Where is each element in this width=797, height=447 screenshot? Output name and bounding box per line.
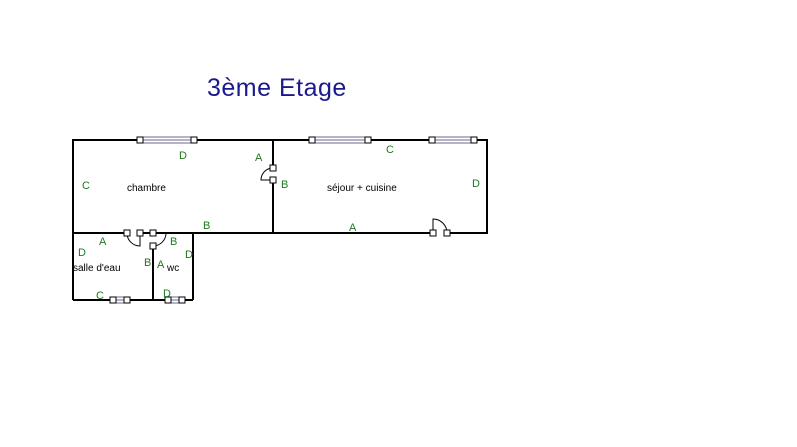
wall-label-sejour-a: A: [349, 222, 357, 234]
wall-label-wc-d-bottom: D: [163, 288, 171, 300]
upper-outline: [72, 139, 488, 234]
room-label-salle: salle d'eau: [73, 263, 121, 274]
door-chambre-sejour: [260, 164, 277, 184]
wall-label-salle-a: A: [99, 236, 107, 248]
room-label-sejour: séjour + cuisine: [327, 183, 397, 194]
floor-title: 3ème Etage: [207, 74, 347, 102]
window-salle: [109, 296, 131, 304]
doors: [123, 164, 451, 250]
wall-label-wc-d-right: D: [185, 249, 193, 261]
wall-label-chambre-a: A: [255, 152, 263, 164]
wall-label-sejour-c: C: [386, 144, 394, 156]
wall-label-salle-b: B: [144, 257, 151, 269]
wall-label-salle-c: C: [96, 290, 104, 302]
window-chambre: [136, 136, 198, 144]
wall-label-sejour-d: D: [472, 178, 480, 190]
wall-label-sejour-b: B: [281, 179, 288, 191]
window-wc: [164, 296, 186, 304]
door-wc: [149, 229, 167, 250]
room-label-chambre: chambre: [127, 183, 166, 194]
wall-label-wc-b: B: [170, 236, 177, 248]
walls: [72, 139, 488, 301]
wall-label-chambre-c: C: [82, 180, 90, 192]
window-sejour-right: [428, 136, 478, 144]
door-salle: [123, 229, 144, 247]
wall-label-wc-a: A: [157, 259, 165, 271]
room-label-wc: wc: [166, 263, 179, 274]
door-entry: [429, 218, 451, 237]
window-sejour-left: [308, 136, 372, 144]
windows: [109, 136, 478, 304]
wall-label-chambre-b: B: [203, 220, 210, 232]
wall-label-chambre-d: D: [179, 150, 187, 162]
wall-label-salle-d: D: [78, 247, 86, 259]
